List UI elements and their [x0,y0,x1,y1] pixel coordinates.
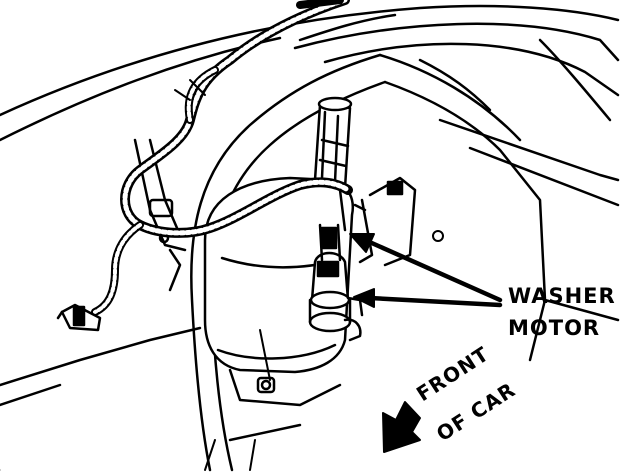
filler-neck [313,96,353,190]
arrow-down-left-icon [382,401,421,453]
connector-block [353,176,417,267]
callout-label-line2: MOTOR [508,316,601,340]
fender-outline [0,4,620,142]
inner-fender-panel [0,53,620,472]
harness-plug [56,303,102,332]
hardware-details [174,79,444,471]
callout-label-line1: WASHER [508,284,616,308]
arrowhead-lower [353,288,375,308]
washer-motor [308,188,364,342]
callout-arrows [349,233,503,308]
arrowhead-upper [349,233,375,253]
wiring-harness [0,0,353,471]
